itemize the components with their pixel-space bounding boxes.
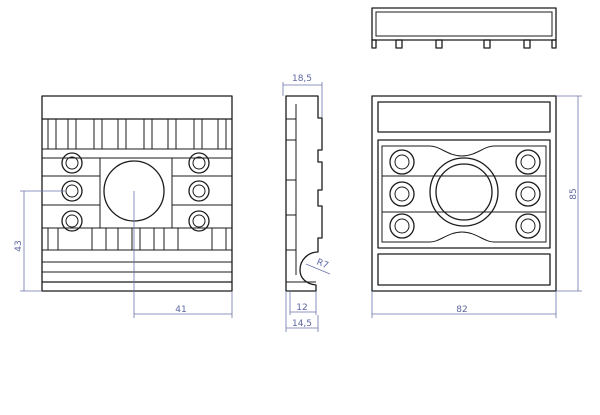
hole-right-1 bbox=[188, 152, 210, 174]
hole-left-1 bbox=[61, 152, 83, 174]
dim-14-5: 14,5 bbox=[292, 319, 312, 329]
left-view: 43 41 bbox=[14, 95, 233, 318]
hole-left-3 bbox=[61, 210, 83, 232]
front-hole-4 bbox=[515, 149, 541, 175]
dim-82: 82 bbox=[456, 305, 467, 315]
front-view: 85 82 bbox=[371, 95, 582, 318]
dim-43: 43 bbox=[14, 240, 24, 251]
hole-right-3 bbox=[188, 210, 210, 232]
top-view bbox=[371, 7, 557, 49]
front-hole-3 bbox=[389, 213, 415, 239]
front-center-boss bbox=[429, 157, 499, 227]
dim-r7: R7 bbox=[315, 258, 330, 272]
side-view: 18,5 R7 12 14,5 bbox=[282, 74, 331, 332]
front-hole-5 bbox=[515, 181, 541, 207]
front-hole-6 bbox=[515, 213, 541, 239]
front-hole-1 bbox=[389, 149, 415, 175]
front-hole-2 bbox=[389, 181, 415, 207]
dim-85: 85 bbox=[569, 188, 579, 199]
dim-41: 41 bbox=[175, 305, 186, 315]
dim-12: 12 bbox=[296, 303, 307, 313]
dim-18-5: 18,5 bbox=[292, 74, 312, 84]
hole-right-2 bbox=[188, 180, 210, 202]
rib-set-top bbox=[47, 118, 227, 150]
